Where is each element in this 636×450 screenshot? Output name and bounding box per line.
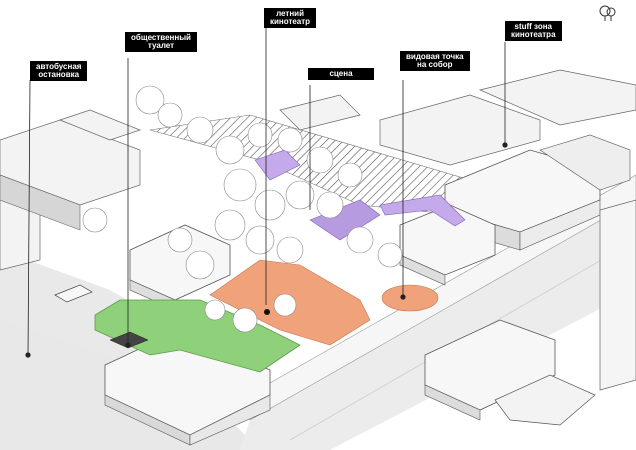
bottom-right-small — [494, 374, 596, 426]
label-line: на собор — [417, 60, 453, 69]
label-line: туалет — [147, 41, 175, 50]
background-buildings — [0, 69, 636, 271]
label-toilet: общественный туалет — [125, 32, 197, 52]
label-stage: сцена — [308, 68, 374, 80]
grey-wall-left — [0, 174, 81, 231]
center-building — [399, 204, 496, 286]
viewpoint-plaza — [381, 284, 439, 312]
label-line: остановка — [38, 70, 80, 79]
label-line: кинотеатра — [511, 30, 556, 39]
label-line: видовая точка — [406, 52, 464, 61]
trees — [82, 85, 403, 333]
bus-stop-shelter — [54, 284, 93, 303]
label-line: stuff зона — [514, 22, 553, 31]
label-viewpoint: видовая точка на собор — [400, 51, 470, 71]
leader-lines — [25, 28, 508, 358]
label-bus-stop: автобусная остановка — [30, 61, 88, 81]
stage-roof — [379, 194, 466, 227]
far-right-church — [599, 199, 636, 391]
tree-outline-icon — [599, 5, 616, 21]
street-diagonal — [240, 200, 636, 450]
label-line: автобусная — [36, 62, 82, 71]
stage-area — [309, 199, 381, 241]
label-line: общественный — [131, 33, 191, 42]
label-line: сцена — [329, 69, 353, 78]
label-line: кинотеатр — [270, 17, 311, 26]
label-summer-cinema: летний кинотеатр — [264, 8, 317, 28]
label-line: летний — [276, 9, 304, 18]
label-staff-zone: stuff зона кинотеатра — [505, 21, 562, 41]
toilet-block — [109, 331, 149, 349]
person-marker — [264, 309, 270, 315]
